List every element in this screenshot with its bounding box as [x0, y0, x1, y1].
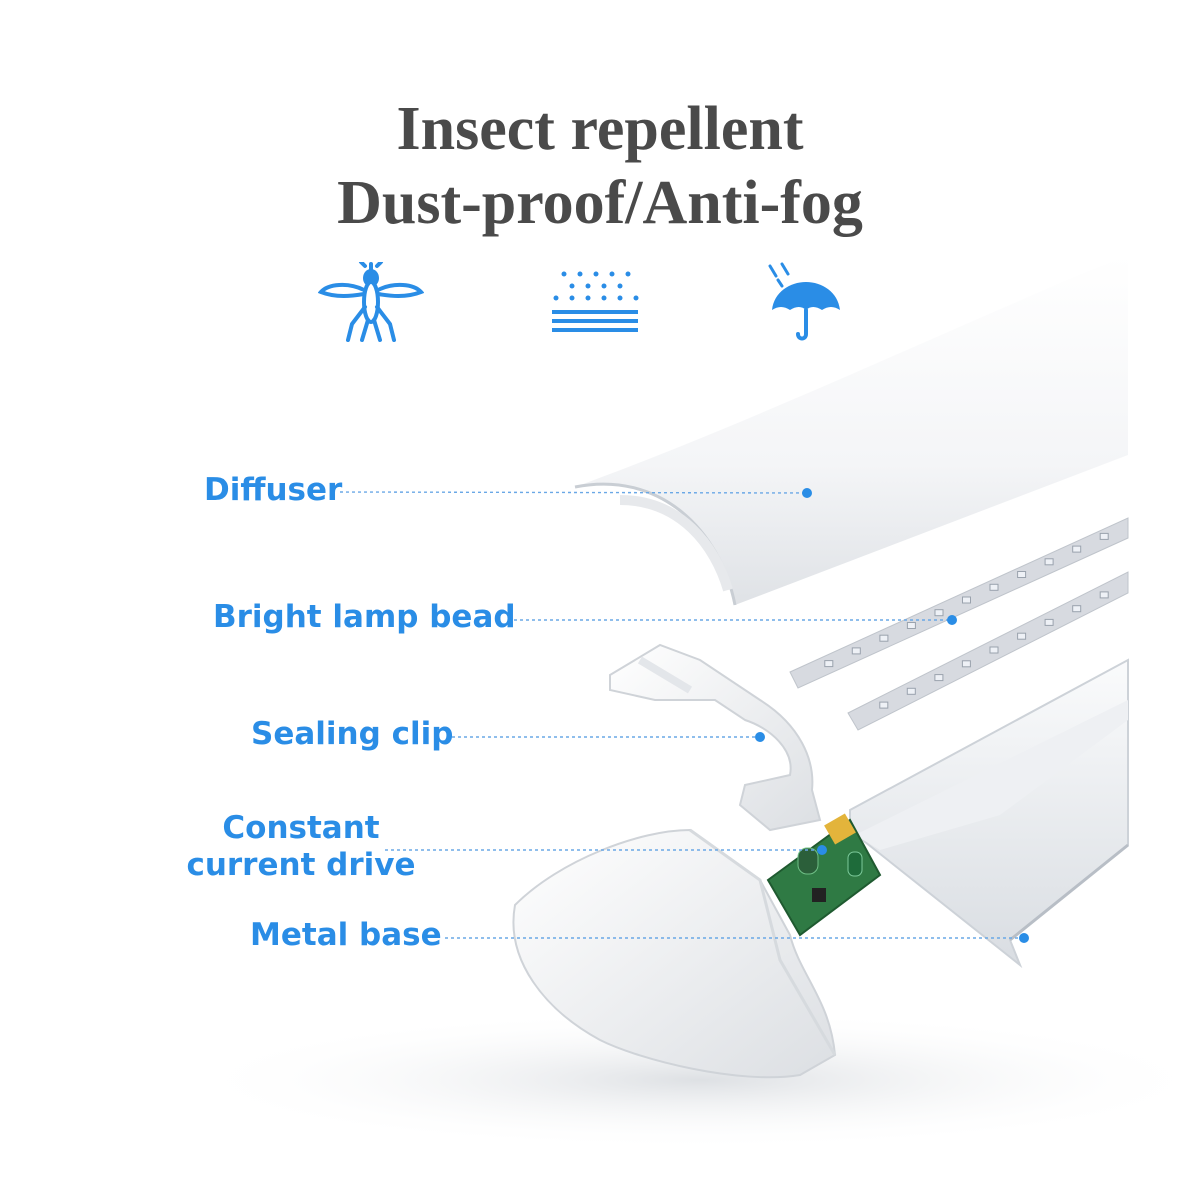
led-bead	[1044, 558, 1054, 566]
leader-dot-lamp-bead	[947, 615, 957, 625]
label-bright-lamp-bead: Bright lamp bead	[213, 599, 516, 635]
led-bead	[962, 596, 971, 604]
dust-layers-icon	[552, 271, 639, 332]
label-drive-line-1: Constant	[222, 810, 380, 846]
label-sealing-clip: Sealing clip	[251, 716, 454, 752]
led-bead	[879, 701, 889, 709]
umbrella-rain-icon	[768, 262, 840, 341]
led-bead	[934, 609, 944, 617]
heading-line-1: Insect repellent	[396, 95, 804, 163]
led-bead	[1017, 571, 1027, 578]
led-bead	[1072, 605, 1082, 613]
led-bead	[1099, 591, 1109, 599]
led-bead	[961, 660, 971, 668]
led-bead	[1044, 618, 1054, 626]
led-bead	[1072, 545, 1082, 553]
label-drive-line-2: current drive	[186, 847, 416, 884]
led-bead	[1099, 532, 1109, 540]
leader-dot-drive	[817, 845, 827, 855]
leader-dot-metal-base	[1019, 933, 1029, 943]
driver-circuit-board	[766, 813, 882, 937]
diffuser-cover	[574, 255, 1128, 606]
led-bead	[934, 674, 944, 682]
heading-line-2: Dust-proof/Anti-fog	[337, 169, 863, 237]
end-cap	[512, 828, 837, 1079]
leader-dots	[755, 488, 1029, 943]
label-constant-current-drive: Constant current drive	[186, 810, 416, 884]
led-bead	[824, 660, 834, 668]
led-strip-upper	[789, 517, 1129, 689]
led-bead	[879, 634, 889, 642]
led-bead	[906, 687, 916, 695]
led-bead	[989, 646, 999, 654]
floor-shadow	[180, 1010, 1200, 1150]
led-bead	[989, 583, 999, 591]
mosquito-icon	[318, 262, 424, 342]
label-diffuser: Diffuser	[204, 472, 343, 508]
label-metal-base: Metal base	[250, 917, 442, 953]
led-bead	[851, 647, 861, 655]
leader-dot-diffuser	[802, 488, 812, 498]
led-bead	[1017, 632, 1027, 640]
sealing-clip-illustration	[609, 643, 822, 832]
leader-lines	[339, 491, 1022, 939]
leader-dot-sealing-clip	[755, 732, 765, 742]
led-bead	[906, 622, 916, 629]
led-strip-lower	[847, 571, 1129, 731]
